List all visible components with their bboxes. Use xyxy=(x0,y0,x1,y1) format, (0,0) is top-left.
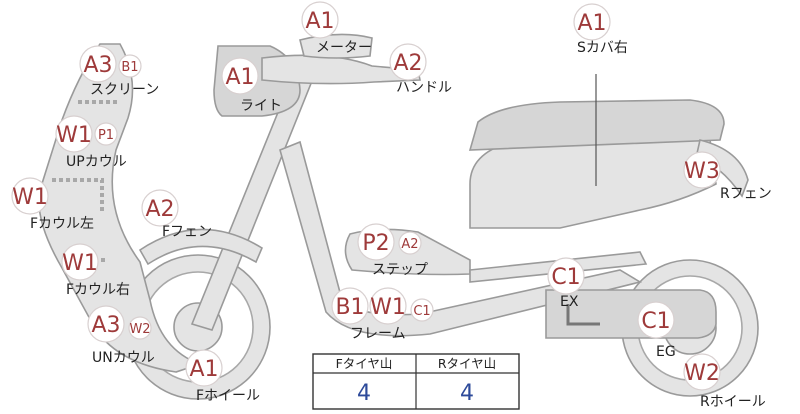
meter-grade-badge: A1 xyxy=(301,1,339,39)
f-cowl-left-label: Fカウル左 xyxy=(30,216,94,232)
handle-label: ハンドル xyxy=(396,80,452,96)
svg-text:W3: W3 xyxy=(684,159,720,184)
seat xyxy=(468,99,725,151)
svg-text:A2: A2 xyxy=(401,237,418,252)
s-cover-right-label: Sカバ右 xyxy=(577,40,628,56)
svg-text:C1: C1 xyxy=(641,309,670,334)
svg-text:W2: W2 xyxy=(129,322,150,337)
un-cowl-grade-badge: A3 W2 xyxy=(87,305,152,343)
f-wheel-grade-badge: A1 xyxy=(185,349,223,387)
svg-text:B1: B1 xyxy=(121,60,138,75)
svg-text:C1: C1 xyxy=(413,304,430,319)
svg-text:A2: A2 xyxy=(393,51,422,76)
up-cowl-grade-badge: W1 P1 xyxy=(55,115,118,153)
svg-text:C1: C1 xyxy=(551,265,580,290)
exhaust-pipe xyxy=(566,304,600,326)
svg-text:A3: A3 xyxy=(83,53,112,78)
svg-text:W1: W1 xyxy=(370,295,406,320)
f-tire-value: 4 xyxy=(357,381,371,406)
r-tire-value: 4 xyxy=(460,381,474,406)
ex-label: EX xyxy=(560,294,579,310)
f-wheel-label: Fホイール xyxy=(196,388,260,404)
eg-label: EG xyxy=(656,344,676,360)
frame-grade-badge: B1 W1 C1 xyxy=(331,287,434,325)
svg-text:A1: A1 xyxy=(225,65,254,90)
step-grade-badge: P2 A2 xyxy=(357,223,422,261)
f-tire-header: Fタイヤ山 xyxy=(336,356,393,371)
handle-grade-badge: A2 xyxy=(389,43,427,81)
screen-label: スクリーン xyxy=(90,82,159,98)
f-cowl-left-grade-badge: W1 xyxy=(11,177,49,215)
step-label: ステップ xyxy=(372,262,428,278)
svg-text:W1: W1 xyxy=(56,123,92,148)
svg-text:A1: A1 xyxy=(577,11,606,36)
svg-text:A1: A1 xyxy=(189,357,218,382)
svg-text:W2: W2 xyxy=(684,361,720,386)
svg-text:A1: A1 xyxy=(305,9,334,34)
un-cowl-label: UNカウル xyxy=(92,350,155,366)
svg-text:W1: W1 xyxy=(62,251,98,276)
r-tire-header: Rタイヤ山 xyxy=(438,356,496,371)
screen-grade-badge: A3 B1 xyxy=(79,45,142,83)
f-cowl-right-label: Fカウル右 xyxy=(66,282,130,298)
f-fender-grade-badge: A2 xyxy=(141,189,179,227)
front-fender xyxy=(138,228,264,266)
svg-text:P1: P1 xyxy=(98,128,114,143)
light-label: ライト xyxy=(240,98,282,114)
s-cover-right-grade-badge: A1 xyxy=(573,3,611,41)
light-grade-badge: A1 xyxy=(221,57,259,95)
r-fender-grade-badge: W3 xyxy=(683,151,721,189)
frame-label: フレーム xyxy=(350,326,406,342)
ex-grade-badge: C1 xyxy=(547,257,585,295)
up-cowl-label: UPカウル xyxy=(66,154,127,170)
meter-label: メーター xyxy=(316,40,372,56)
r-fender-label: Rフェン xyxy=(720,186,772,202)
svg-text:P2: P2 xyxy=(362,231,389,256)
f-cowl-right-grade-badge: W1 xyxy=(61,243,99,281)
svg-text:W1: W1 xyxy=(12,185,48,210)
f-fender-label: Fフェン xyxy=(162,224,212,240)
tire-tread-table: Fタイヤ山 Rタイヤ山 4 4 xyxy=(312,353,520,410)
r-wheel-grade-badge: W2 xyxy=(683,353,721,391)
eg-grade-badge: C1 xyxy=(637,301,675,339)
svg-text:A3: A3 xyxy=(91,313,120,338)
svg-text:A2: A2 xyxy=(145,197,174,222)
svg-text:B1: B1 xyxy=(335,295,364,320)
r-wheel-label: Rホイール xyxy=(700,394,766,410)
